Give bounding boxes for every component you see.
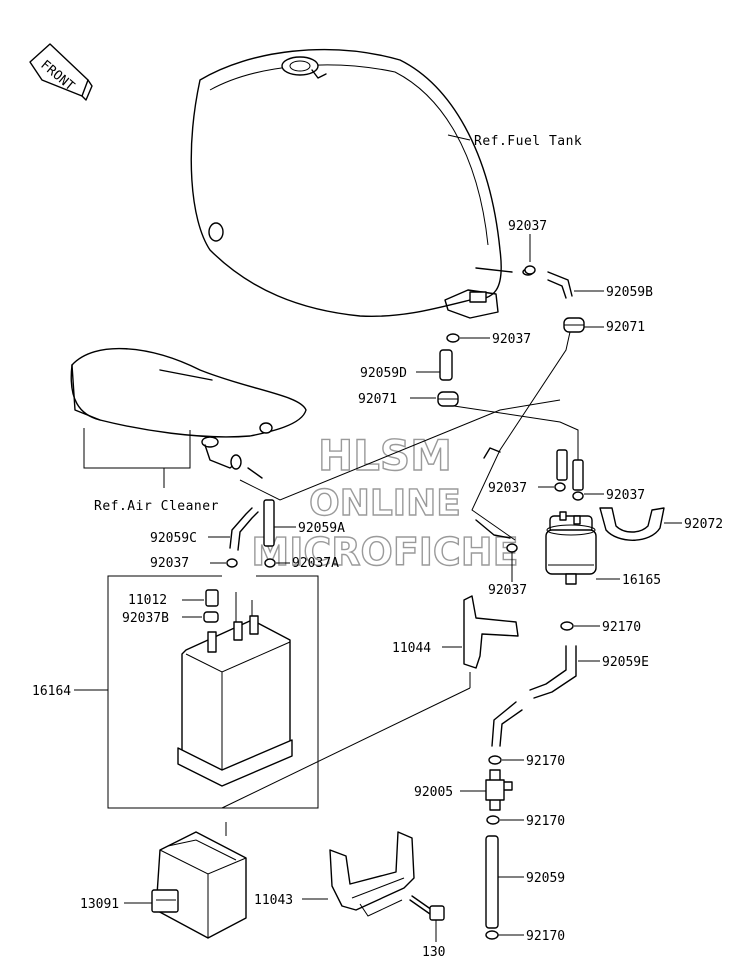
fuel-tank (190, 48, 534, 319)
hose-right-b (572, 459, 584, 491)
joint-92005 (485, 769, 513, 811)
part-92059B: 92059B (606, 285, 653, 300)
part-16164: 16164 (32, 684, 71, 699)
clamp-92037-right1 (554, 482, 566, 492)
clamp-92170-4 (485, 930, 499, 940)
bracket-92072 (599, 507, 665, 541)
part-92037-right2: 92037 (606, 488, 645, 503)
bolt-130 (409, 895, 445, 921)
part-92071-mid: 92071 (358, 392, 397, 407)
part-92005: 92005 (414, 785, 453, 800)
part-92059C: 92059C (150, 531, 197, 546)
clamp-92037A (264, 558, 276, 568)
canister-group-box (107, 575, 319, 809)
part-92059D: 92059D (360, 366, 407, 381)
ref-air-cleaner-label: Ref.Air Cleaner (94, 499, 219, 514)
hose-92059E (491, 645, 577, 747)
part-92037B: 92037B (122, 611, 169, 626)
part-13091: 13091 (80, 897, 119, 912)
cap-11012 (205, 589, 219, 607)
bracket-11044 (463, 595, 519, 669)
part-16165: 16165 (622, 573, 661, 588)
clamp-92037-mid (446, 333, 460, 343)
part-92059A: 92059A (298, 521, 345, 536)
part-92170-4: 92170 (526, 929, 565, 944)
part-92170-3: 92170 (526, 814, 565, 829)
front-arrow-icon: FRONT (29, 43, 93, 101)
part-92037-top: 92037 (508, 219, 547, 234)
part-92037-right1: 92037 (488, 481, 527, 496)
clamp-92170-1 (560, 621, 574, 631)
hose-right-a (556, 449, 568, 481)
part-92037A: 92037A (292, 556, 339, 571)
fuel-tank-leader (447, 134, 471, 141)
watermark: HLSM ONLINE MICROFICHE (251, 430, 520, 574)
hose-92059B (547, 271, 573, 299)
part-92037-left: 92037 (150, 556, 189, 571)
bracket-11043 (329, 831, 415, 917)
clamp-92037-low (506, 543, 518, 553)
hose-92059A (263, 499, 275, 547)
part-92059E: 92059E (602, 655, 649, 670)
air-cleaner-leader (83, 428, 191, 469)
clamp-92037-top (524, 265, 536, 275)
hose-92059C (229, 507, 253, 549)
part-92037-low: 92037 (488, 583, 527, 598)
part-92059: 92059 (526, 871, 565, 886)
grommet-92071-mid (437, 391, 459, 407)
hose-92059 (485, 835, 499, 929)
part-11012: 11012 (128, 593, 167, 608)
part-92170-1: 92170 (602, 620, 641, 635)
clamp-92170-2 (488, 755, 502, 765)
svg-text:MICROFICHE: MICROFICHE (251, 530, 518, 574)
holder-13091 (151, 831, 247, 939)
clamp-92170-3 (486, 815, 500, 825)
clamp-92037B (203, 611, 219, 623)
part-92071-top: 92071 (606, 320, 645, 335)
clamp-92037-right2 (572, 491, 584, 501)
part-92037-mid: 92037 (492, 332, 531, 347)
clamp-92037-left (226, 558, 238, 568)
svg-text:ONLINE: ONLINE (309, 483, 461, 524)
part-92170-2: 92170 (526, 754, 565, 769)
part-11044: 11044 (392, 641, 431, 656)
grommet-92071-top (563, 317, 585, 333)
hose-92059D (439, 349, 453, 381)
canister-16164 (177, 592, 293, 787)
part-11043: 11043 (254, 893, 293, 908)
air-cleaner (70, 347, 307, 479)
ref-fuel-tank-label: Ref.Fuel Tank (474, 134, 582, 149)
part-130: 130 (422, 945, 445, 960)
part-92072: 92072 (684, 517, 723, 532)
fuel-filter-16165 (545, 511, 597, 585)
